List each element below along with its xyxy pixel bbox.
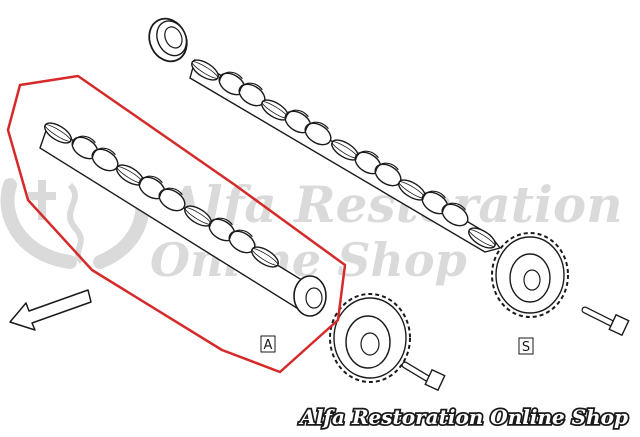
intake-sprocket bbox=[329, 293, 411, 383]
label-a: A bbox=[264, 338, 273, 353]
intake-camshaft-highlight bbox=[6, 74, 347, 374]
intake-sprocket-bolt bbox=[401, 361, 446, 392]
label-box-s: S bbox=[518, 337, 534, 355]
exhaust-sprocket-bolt bbox=[581, 306, 630, 337]
exhaust-sprocket bbox=[491, 232, 569, 318]
label-s: S bbox=[522, 340, 530, 355]
footer-text: Alfa Restoration Online Shop bbox=[298, 405, 628, 429]
arrow-left-down-icon bbox=[9, 289, 92, 331]
exhaust-camshaft bbox=[187, 55, 502, 253]
intake-camshaft bbox=[39, 118, 327, 317]
label-box-a: A bbox=[260, 335, 276, 353]
oil-seal bbox=[148, 17, 188, 63]
footer-watermark: Alfa Restoration Online Shop bbox=[297, 403, 630, 431]
